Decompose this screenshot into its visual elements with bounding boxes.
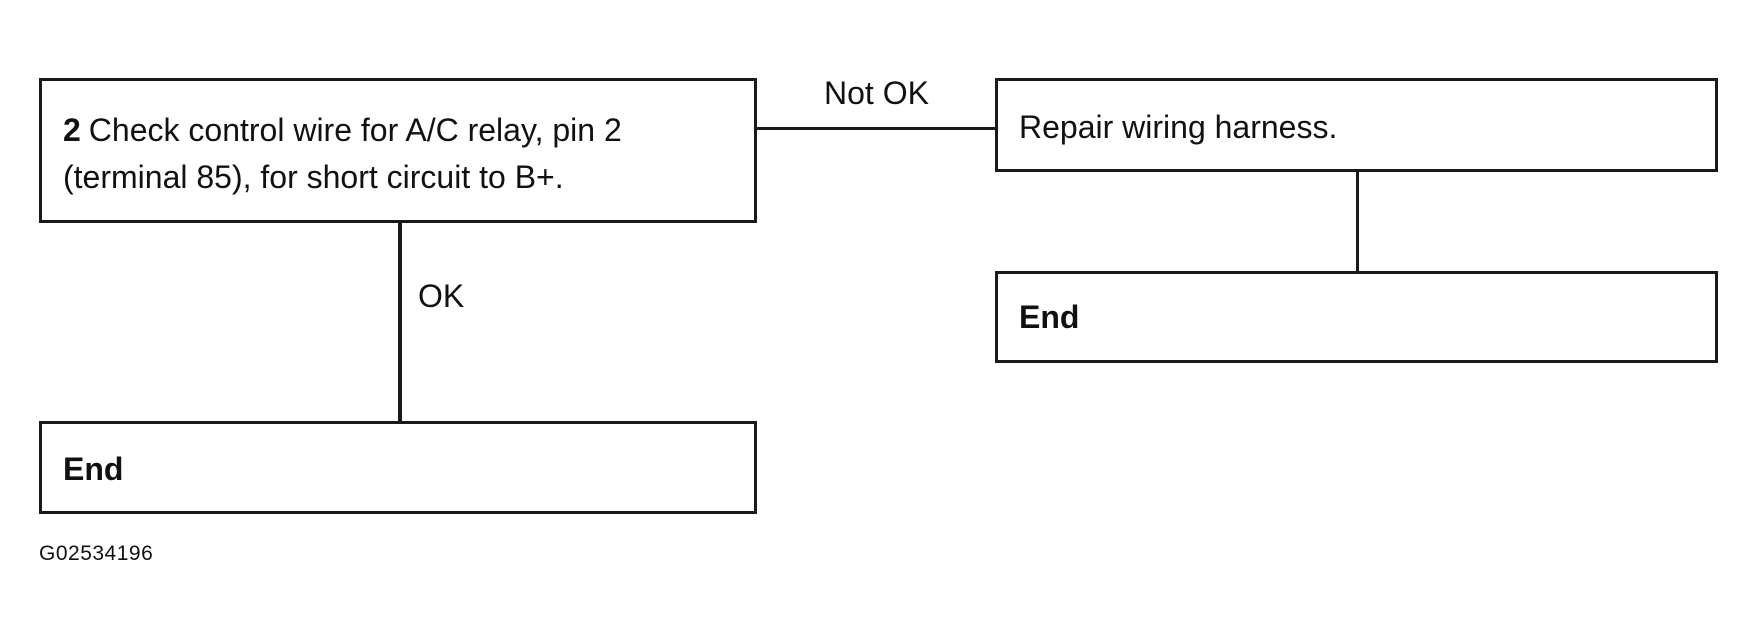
- ok-label: OK: [418, 278, 465, 314]
- step-2-text-line-1: Check control wire for A/C relay, pin 2: [88, 112, 622, 148]
- repair-box: Repair wiring harness.: [995, 78, 1718, 172]
- end-right-text: End: [1019, 299, 1080, 335]
- figure-id: G02534196: [39, 542, 154, 565]
- repair-text: Repair wiring harness.: [1019, 109, 1338, 145]
- step-2-text-line-2: (terminal 85), for short circuit to B+.: [63, 159, 564, 195]
- step-number: 2: [63, 112, 81, 148]
- end-box-right: End: [995, 271, 1718, 363]
- connector-repair-to-end: [1356, 172, 1359, 271]
- end-left-text: End: [63, 451, 124, 487]
- not-ok-label: Not OK: [824, 75, 929, 111]
- end-box-left: End: [39, 421, 757, 514]
- connector-ok: [398, 223, 402, 421]
- connector-not-ok: [757, 127, 995, 130]
